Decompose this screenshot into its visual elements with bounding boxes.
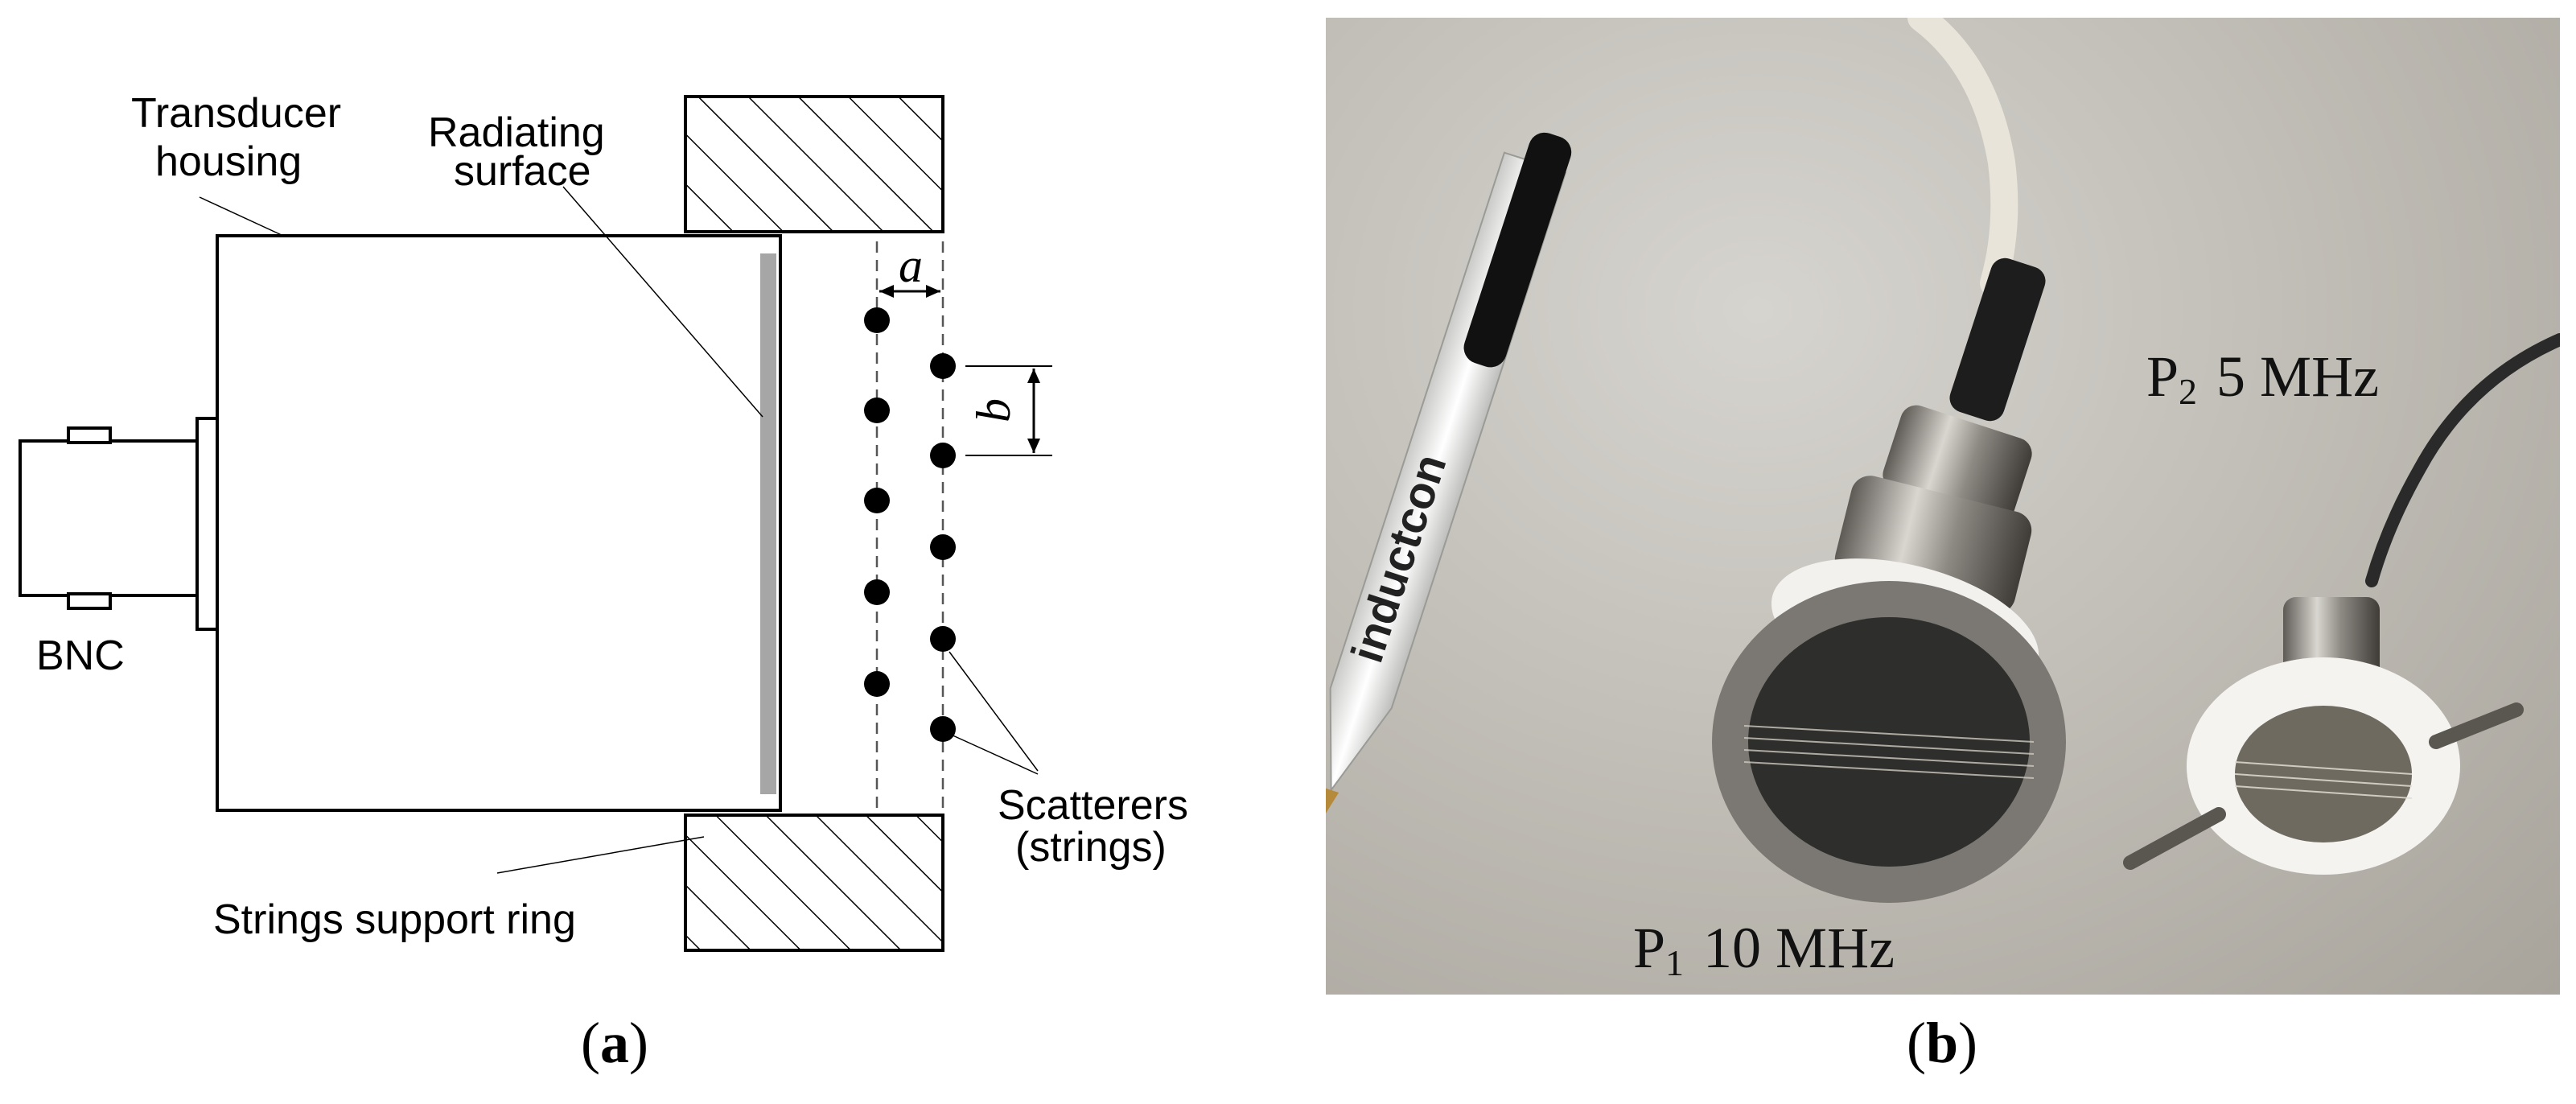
scatterer [930,443,956,468]
dimension-b: b [965,365,1052,456]
label-scatterers-1: Scatterers [998,782,1188,829]
label-radiating-surface-1: Radiating [428,109,605,156]
support-ring-top [684,95,944,233]
label-transducer-housing-1: Transducer [131,90,341,137]
leader-scatterer-1 [949,651,1039,772]
pen: inductcon [1326,132,1572,821]
scatterer [864,579,890,605]
scatterer [930,716,956,742]
scatterer [864,671,890,697]
leader-support-ring [496,836,705,874]
transducer-schematic: a b Transducer housing Radiating surface… [19,90,1188,952]
leader-transducer [199,196,284,237]
caption-a: (a) [581,1011,648,1075]
transducer-housing [216,234,782,812]
dimension-b-label: b [967,398,1020,422]
cable-p2 [2365,333,2560,587]
probes-photo: inductcon [1326,18,2560,995]
label-support-ring: Strings support ring [213,896,576,943]
support-ring-bottom [684,814,944,952]
bnc-connector [19,417,219,631]
dimension-a: a [879,239,940,298]
caption-b: (b) [1907,1011,1978,1075]
radiating-surface [760,253,776,794]
scatterer [864,488,890,513]
label-transducer-housing-2: housing [155,138,302,185]
probe-p2 [2123,597,2524,875]
scatterers [864,307,956,742]
probe-p1 [1712,257,2066,903]
label-scatterers-2: (strings) [1015,824,1167,871]
leader-scatterer-2 [949,733,1039,775]
dimension-a-label: a [899,239,923,292]
scatterer [930,353,956,379]
scatterer [864,398,890,423]
scatterer [864,307,890,333]
label-radiating-surface-2: surface [454,148,591,195]
scatterer [930,626,956,652]
scatterer [930,534,956,560]
leader-radiating [562,186,763,418]
cable-p1 [1907,18,2018,297]
label-bnc: BNC [36,632,125,679]
